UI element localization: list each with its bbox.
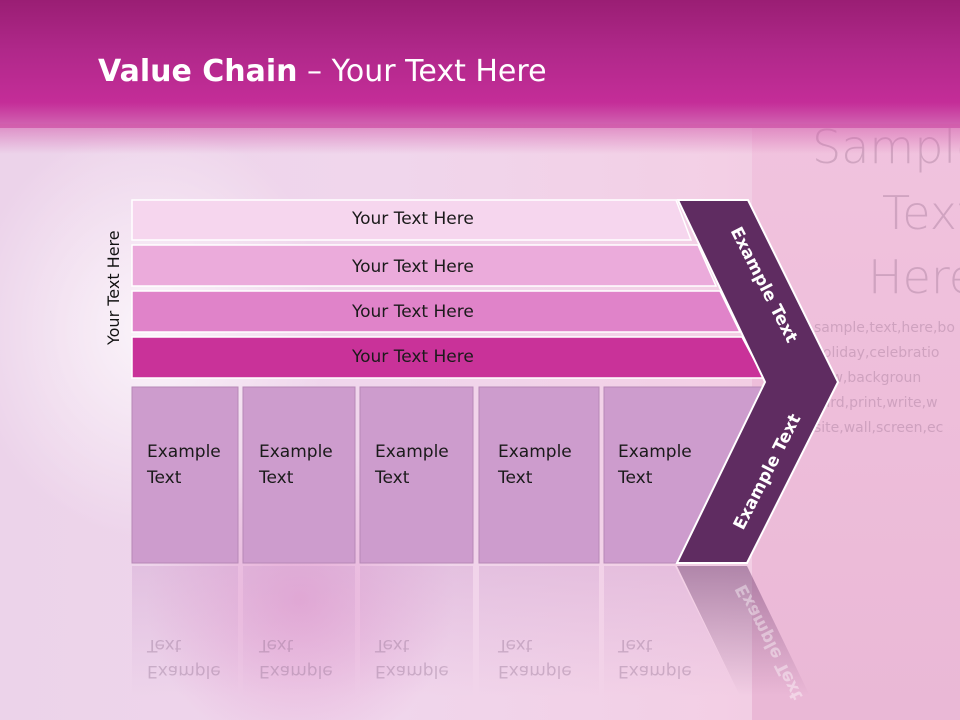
column-box-3 (359, 386, 474, 564)
background-text-line: card,print,write,w (814, 395, 938, 411)
background-text-here: Here (868, 250, 960, 304)
column-label-reflection: Example Text (375, 635, 449, 681)
side-label: Your Text Here (104, 230, 123, 345)
column-label: Example Text (498, 442, 572, 488)
column-reflection (243, 566, 355, 696)
background-text-line: holiday,celebratio (814, 345, 940, 361)
column-label-reflection: Example Text (259, 635, 333, 681)
background-text-line: bow,backgroun (814, 370, 922, 386)
background-text-line: sample,text,here,bo (814, 320, 955, 336)
title-bar (0, 0, 960, 128)
column-label: Example Text (147, 442, 221, 488)
row-label: Your Text Here (352, 347, 474, 367)
slide-title-rest: – Your Text Here (297, 54, 547, 89)
row-label: Your Text Here (352, 209, 474, 229)
row-arrow-1 (131, 199, 693, 241)
row-label: Your Text Here (352, 257, 474, 277)
background-text-text: Text (882, 186, 960, 240)
background-text-line: site,wall,screen,ec (814, 420, 944, 436)
column-box-1 (131, 386, 239, 564)
column-label: Example Text (618, 442, 692, 488)
column-reflection (604, 566, 740, 696)
column-box-2 (242, 386, 356, 564)
column-reflection (132, 566, 238, 696)
column-label-reflection: Example Text (147, 635, 221, 681)
chevron-reflection (677, 566, 810, 696)
value-chevron (675, 199, 840, 564)
column-label-reflection: Example Text (498, 635, 572, 681)
title-bar-fade (0, 124, 960, 154)
column-reflection (479, 566, 599, 696)
row-label: Your Text Here (352, 302, 474, 322)
column-box-4 (478, 386, 600, 564)
row-arrow-2 (131, 244, 718, 287)
column-label: Example Text (375, 442, 449, 488)
column-reflection (360, 566, 473, 696)
slide-title-bold: Value Chain (98, 54, 298, 89)
slide-title: Value Chain – Your Text Here (98, 54, 547, 89)
column-label: Example Text (259, 442, 333, 488)
column-label-reflection: Example Text (618, 635, 692, 681)
